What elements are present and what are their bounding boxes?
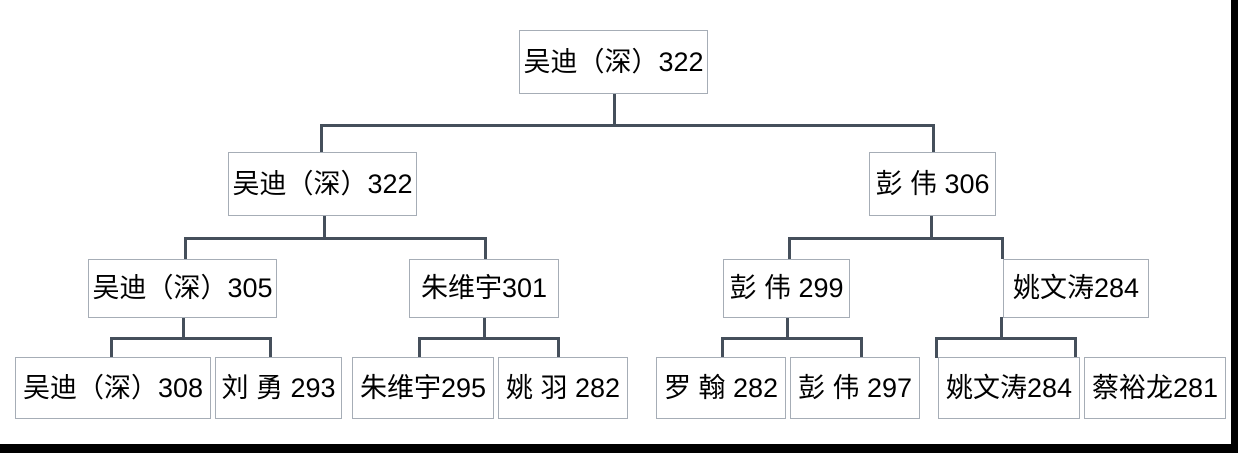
connector-level1-left-stem <box>323 215 326 239</box>
node-leaf-4[interactable]: 姚 羽 282 <box>498 357 628 419</box>
connector-level2-right-bar <box>788 237 1004 240</box>
connector-level2-d-drop <box>1001 237 1004 259</box>
node-level2-c[interactable]: 彭 伟 299 <box>723 259 850 318</box>
node-leaf-4-label: 姚 羽 282 <box>505 372 621 403</box>
connector-leaf1-drop <box>110 337 113 358</box>
connector-leaf-bar-a <box>110 337 272 340</box>
connector-level1-left-drop <box>320 124 323 153</box>
connector-level2-a-drop <box>184 237 187 259</box>
node-level1-right-label: 彭 伟 306 <box>875 168 990 199</box>
node-root[interactable]: 吴迪（深）322 <box>519 30 708 94</box>
node-root-label: 吴迪（深）322 <box>523 46 704 77</box>
connector-leaf-bar-d <box>935 337 1077 340</box>
connector-level1-right-drop <box>932 124 935 153</box>
node-leaf-2-label: 刘 勇 293 <box>221 372 336 403</box>
connector-level2-c-drop <box>788 237 791 259</box>
connector-level2-b-stem <box>483 317 486 339</box>
node-leaf-5[interactable]: 罗 翰 282 <box>656 357 786 419</box>
connector-level2-b-drop <box>484 237 487 259</box>
node-leaf-6-label: 彭 伟 297 <box>797 372 913 403</box>
node-level2-b-label: 朱维宇301 <box>420 273 548 303</box>
node-leaf-7-label: 姚文涛284 <box>945 372 1073 403</box>
connector-leaf4-drop <box>557 337 560 358</box>
connector-level2-c-stem <box>786 317 789 339</box>
node-leaf-2[interactable]: 刘 勇 293 <box>215 357 342 419</box>
node-leaf-8[interactable]: 蔡裕龙281 <box>1084 357 1226 419</box>
connector-level2-a-stem <box>182 317 185 339</box>
connector-root-stem <box>613 93 616 126</box>
node-leaf-3[interactable]: 朱维宇295 <box>352 357 494 419</box>
node-level2-b[interactable]: 朱维宇301 <box>409 259 559 318</box>
node-leaf-6[interactable]: 彭 伟 297 <box>790 357 920 419</box>
connector-leaf3-drop <box>418 337 421 358</box>
node-level2-a[interactable]: 吴迪（深）305 <box>88 259 277 318</box>
connector-leaf5-drop <box>721 337 724 358</box>
node-level2-d-label: 姚文涛284 <box>1012 273 1140 303</box>
connector-level1-right-stem <box>930 215 933 239</box>
node-level2-c-label: 彭 伟 299 <box>729 273 844 303</box>
node-level1-left[interactable]: 吴迪（深）322 <box>228 152 417 216</box>
node-leaf-3-label: 朱维宇295 <box>359 372 487 403</box>
connector-leaf7-drop <box>935 337 938 358</box>
connector-leaf6-drop <box>860 337 863 358</box>
node-leaf-7[interactable]: 姚文涛284 <box>938 357 1080 419</box>
node-leaf-8-label: 蔡裕龙281 <box>1091 372 1219 403</box>
node-level2-d[interactable]: 姚文涛284 <box>1003 259 1149 318</box>
connector-level2-d-stem <box>1000 317 1003 339</box>
connector-leaf-bar-b <box>418 337 560 340</box>
node-leaf-1[interactable]: 吴迪（深）308 <box>15 357 211 419</box>
connector-leaf8-drop <box>1074 337 1077 358</box>
connector-level2-left-bar <box>184 237 487 240</box>
connector-leaf-bar-c <box>721 337 863 340</box>
connector-leaf2-drop <box>269 337 272 358</box>
node-leaf-1-label: 吴迪（深）308 <box>22 372 204 403</box>
node-leaf-5-label: 罗 翰 282 <box>663 372 779 403</box>
node-level2-a-label: 吴迪（深）305 <box>92 273 273 303</box>
node-level1-left-label: 吴迪（深）322 <box>232 168 413 199</box>
node-level1-right[interactable]: 彭 伟 306 <box>869 152 996 216</box>
connector-level1-bar <box>320 124 935 127</box>
